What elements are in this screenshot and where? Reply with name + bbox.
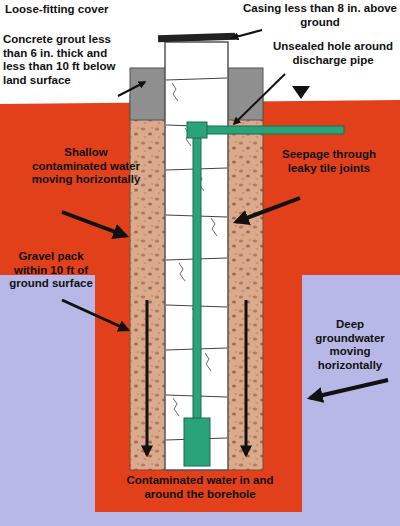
callout-label: Unsealed hole around discharge pipe (270, 40, 396, 67)
gravel-pack (130, 95, 263, 470)
callout-label: Concrete grout less than 6 in. thick and… (3, 33, 123, 87)
callout-label: Contaminated water in and around the bor… (112, 474, 288, 501)
well-casing (165, 42, 228, 470)
tile-joints (166, 78, 227, 461)
callout-label: Seepage through leaky tile joints (268, 148, 390, 175)
pump (184, 418, 210, 466)
drop-pipe (193, 126, 201, 421)
callout-label: Casing less than 8 in. above ground (242, 2, 398, 29)
pipe-elbow (187, 122, 207, 138)
flow-arrows (62, 30, 388, 455)
discharge-pipe (194, 126, 344, 134)
grout (130, 68, 165, 120)
callout-label: Gravel pack within 10 ft of ground surfa… (3, 250, 99, 291)
water-table-symbol (292, 86, 310, 99)
callout-label: Deep groundwater moving horizontally (303, 318, 397, 372)
loose-cover (158, 33, 235, 43)
callout-label: Loose-fitting cover (5, 3, 135, 17)
callout-label: Shallow contaminated water moving horizo… (30, 146, 142, 187)
